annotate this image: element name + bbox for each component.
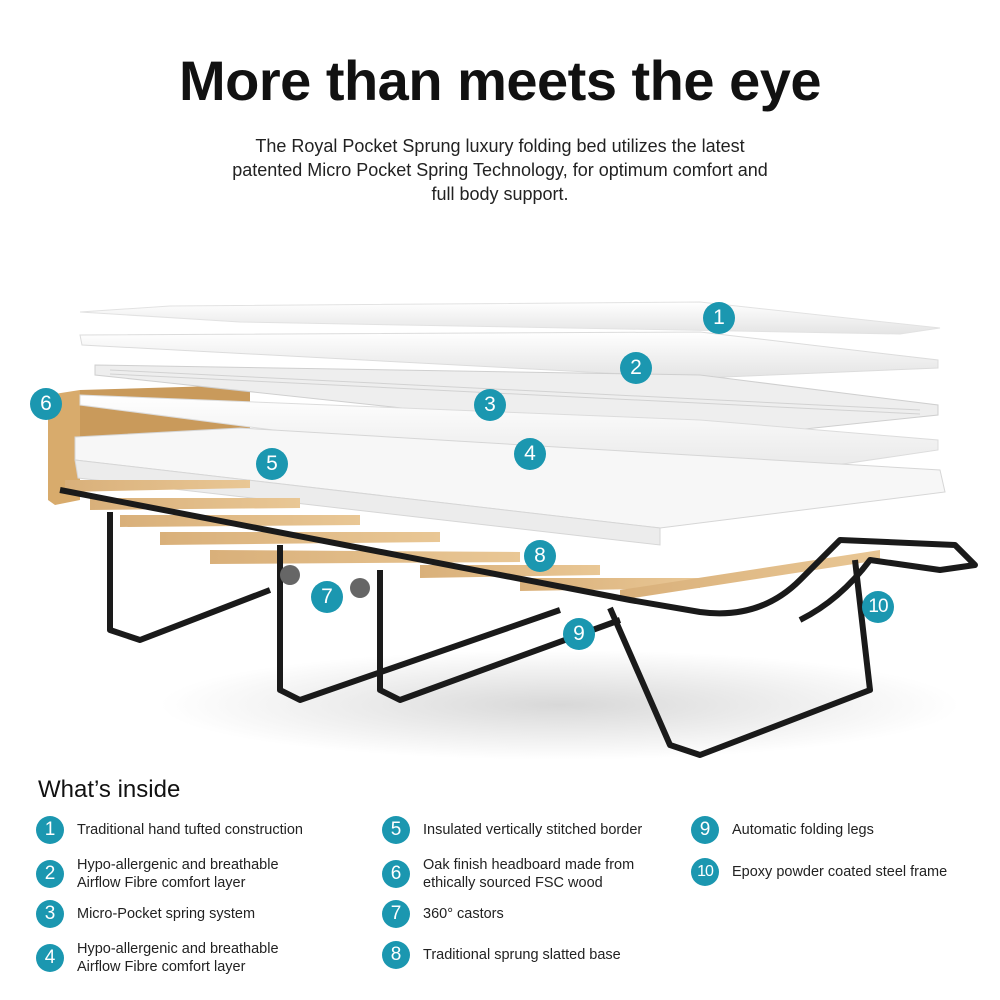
- page-title: More than meets the eye: [178, 49, 822, 112]
- headboard: [48, 390, 80, 505]
- legend-text: Insulated vertically stitched border: [423, 822, 643, 838]
- callout-8: 8: [524, 540, 556, 572]
- callout-10: 10: [862, 591, 894, 623]
- steel-frame: [59, 487, 978, 758]
- callout-7: 7: [311, 581, 343, 613]
- bed-illustration: [48, 301, 978, 760]
- callout-2: 2: [620, 352, 652, 384]
- number-badge: 7: [382, 900, 410, 928]
- legend-text: 360° castors: [423, 906, 504, 922]
- legend-item-2: 2 Hypo-allergenic and breathable Airflow…: [36, 856, 296, 892]
- legend-text: Automatic folding legs: [732, 822, 874, 838]
- legend-item-8: 8 Traditional sprung slatted base: [382, 941, 682, 969]
- legend-text: Epoxy powder coated steel frame: [732, 864, 948, 880]
- castor: [350, 578, 370, 598]
- legend-item-5: 5 Insulated vertically stitched border: [382, 816, 682, 844]
- legend-item-3: 3 Micro-Pocket spring system: [36, 900, 356, 928]
- layer-1-topper: [79, 301, 941, 335]
- number-badge: 4: [36, 944, 64, 972]
- number-badge: 2: [36, 860, 64, 888]
- number-badge: 1: [36, 816, 64, 844]
- page-subtitle: The Royal Pocket Sprung luxury folding b…: [232, 136, 768, 204]
- callout-5: 5: [256, 448, 288, 480]
- legend-text: Oak finish headboard made from ethically…: [423, 857, 635, 891]
- number-badge: 10: [691, 858, 719, 886]
- legend-title: What’s inside: [38, 776, 181, 803]
- legend-item-7: 7 360° castors: [382, 900, 682, 928]
- legend-text: Hypo-allergenic and breathable Airflow F…: [77, 941, 279, 975]
- number-badge: 3: [36, 900, 64, 928]
- legend-text: Traditional hand tufted construction: [77, 822, 303, 838]
- legend-item-4: 4 Hypo-allergenic and breathable Airflow…: [36, 940, 296, 976]
- number-badge: 6: [382, 860, 410, 888]
- callout-4: 4: [514, 438, 546, 470]
- legend-item-6: 6 Oak finish headboard made from ethical…: [382, 856, 652, 892]
- legend-item-1: 1 Traditional hand tufted construction: [36, 816, 356, 844]
- callout-3: 3: [474, 389, 506, 421]
- callout-1: 1: [703, 302, 735, 334]
- castor: [280, 565, 300, 585]
- callout-9: 9: [563, 618, 595, 650]
- number-badge: 8: [382, 941, 410, 969]
- legend-item-10: 10 Epoxy powder coated steel frame: [691, 858, 991, 886]
- callout-6: 6: [30, 388, 62, 420]
- number-badge: 5: [382, 816, 410, 844]
- legend-item-9: 9 Automatic folding legs: [691, 816, 991, 844]
- legend-text: Micro-Pocket spring system: [77, 906, 256, 922]
- number-badge: 9: [691, 816, 719, 844]
- layer-2-fibre: [79, 331, 939, 379]
- legend-text: Hypo-allergenic and breathable Airflow F…: [77, 857, 279, 891]
- legend-text: Traditional sprung slatted base: [423, 947, 621, 963]
